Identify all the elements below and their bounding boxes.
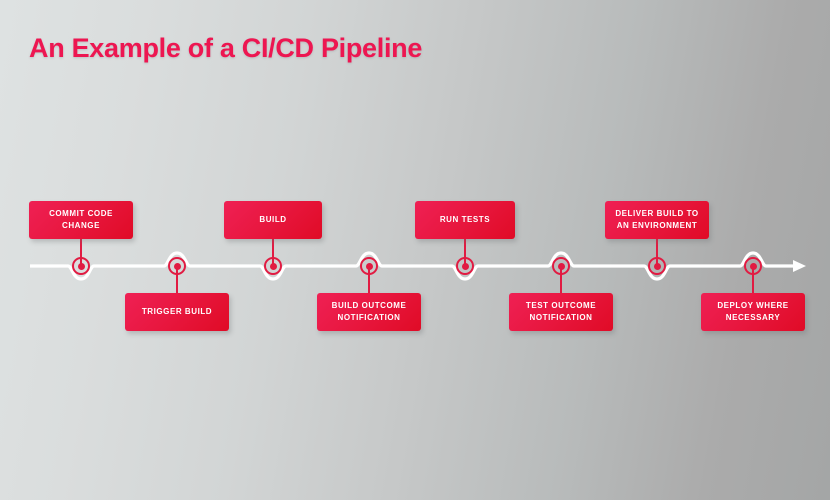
step-label-box-deploy-where-necessary[interactable]: DEPLOY WHERE NECESSARY — [701, 293, 805, 331]
step-connector-stem — [656, 239, 658, 266]
step-connector-stem — [176, 266, 178, 293]
step-connector-stem — [272, 239, 274, 266]
step-connector-stem — [560, 266, 562, 293]
page-title: An Example of a CI/CD Pipeline — [29, 33, 423, 63]
timeline-marker-icon[interactable] — [552, 257, 570, 275]
step-label-box-run-tests[interactable]: RUN TESTS — [415, 201, 515, 239]
timeline-marker-icon[interactable] — [168, 257, 186, 275]
timeline-marker-icon[interactable] — [456, 257, 474, 275]
step-connector-stem — [80, 239, 82, 266]
step-connector-stem — [752, 266, 754, 293]
step-label-box-build[interactable]: BUILD — [224, 201, 322, 239]
timeline-marker-icon[interactable] — [360, 257, 378, 275]
timeline-marker-icon[interactable] — [264, 257, 282, 275]
timeline-marker-icon[interactable] — [648, 257, 666, 275]
step-connector-stem — [368, 266, 370, 293]
step-label-box-test-outcome-notification[interactable]: TEST OUTCOME NOTIFICATION — [509, 293, 613, 331]
step-label-box-trigger-build[interactable]: TRIGGER BUILD — [125, 293, 229, 331]
timeline-marker-icon[interactable] — [72, 257, 90, 275]
pipeline-direction-arrow-icon — [793, 260, 806, 272]
step-label-box-commit-code-change[interactable]: COMMIT CODE CHANGE — [29, 201, 133, 239]
timeline-line — [30, 251, 794, 281]
step-connector-stem — [464, 239, 466, 266]
timeline-marker-icon[interactable] — [744, 257, 762, 275]
step-label-box-deliver-build-to-an-environment[interactable]: DELIVER BUILD TO AN ENVIRONMENT — [605, 201, 709, 239]
step-label-box-build-outcome-notification[interactable]: BUILD OUTCOME NOTIFICATION — [317, 293, 421, 331]
